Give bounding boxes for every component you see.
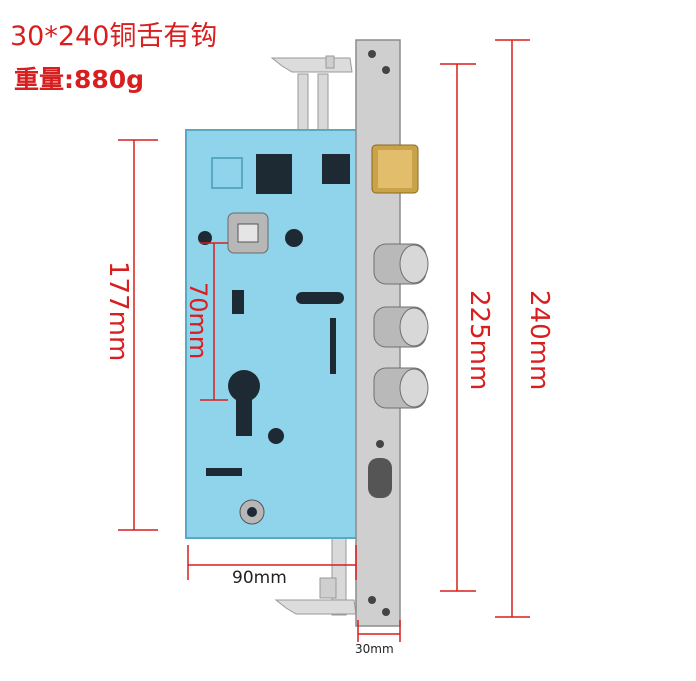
dim-90mm: 90mm	[232, 568, 287, 588]
dim-30mm: 30mm	[355, 642, 394, 656]
deadbolts	[373, 243, 429, 409]
bottom-hook	[274, 534, 357, 616]
brass-latch	[371, 144, 419, 194]
dimension-lines	[118, 39, 530, 642]
dim-70mm: 70mm	[184, 282, 212, 360]
product-title: 30*240铜舌有钩	[10, 21, 218, 52]
dim-225mm: 225mm	[464, 290, 494, 391]
dim-240mm: 240mm	[524, 290, 554, 391]
dim-177mm: 177mm	[103, 261, 133, 362]
weight-label: 重量:880g	[14, 65, 145, 94]
top-hook	[270, 55, 353, 135]
